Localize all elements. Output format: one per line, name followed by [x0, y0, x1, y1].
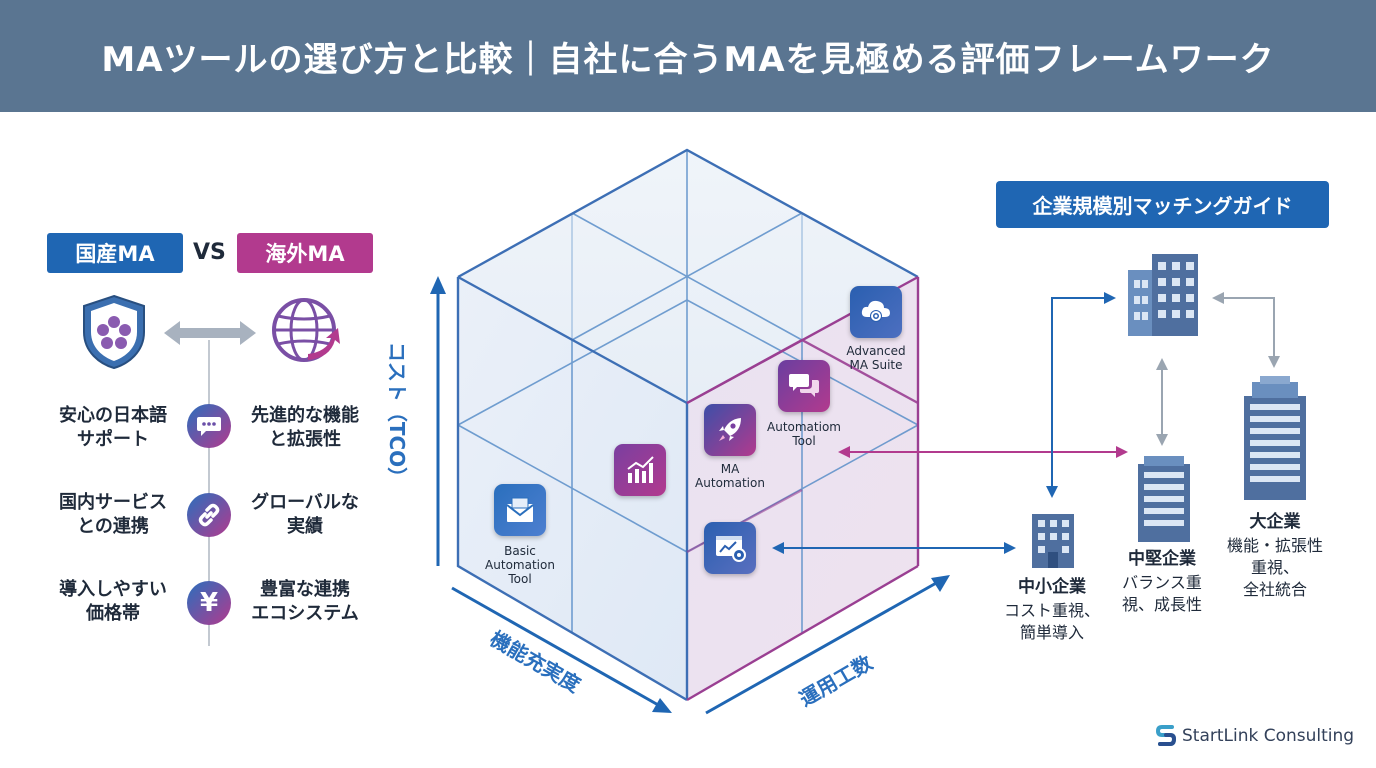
- domestic-feature-integration: 国内サービスとの連携: [59, 492, 167, 537]
- matching-guide-title: 企業規模別マッチングガイド: [996, 181, 1329, 228]
- chat-bubbles-icon: [778, 360, 830, 412]
- domestic-ma-badge: 国産MA: [47, 233, 183, 273]
- brand-footer: StartLink Consulting: [1156, 724, 1354, 748]
- rocket-icon: [704, 404, 756, 456]
- brand-name: StartLink Consulting: [1182, 726, 1355, 746]
- analytics-gear-icon: [704, 522, 756, 574]
- bar-chart-icon: [614, 444, 666, 496]
- domestic-feature-price: 導入しやすい価格帯: [59, 579, 167, 624]
- vs-label: VS: [193, 240, 226, 265]
- cloud-gear-icon: [850, 286, 902, 338]
- brand-logo-icon: [1156, 725, 1176, 746]
- overseas-ma-badge: 海外MA: [237, 233, 373, 273]
- double-arrow-icon: [164, 321, 256, 345]
- company-mid: 中堅企業 バランス重視、成長性: [1121, 549, 1202, 614]
- shield-sakura-icon: [83, 294, 145, 370]
- domestic-ma-label: 国産MA: [75, 242, 155, 266]
- overseas-feature-advanced: 先進的な機能と拡張性: [251, 405, 359, 450]
- hq-building-icon: [1128, 254, 1198, 336]
- link-icon: [187, 493, 231, 537]
- overseas-feature-ecosystem: 豊富な連携エコシステム: [251, 579, 359, 624]
- small-building-icon: [1032, 514, 1074, 568]
- overseas-feature-global: グローバルな実績: [251, 492, 359, 537]
- yen-icon: ¥: [187, 581, 231, 625]
- company-small: 中小企業 コスト重視、簡単導入: [1003, 577, 1100, 642]
- company-large: 大企業 機能・拡張性重視、全社統合: [1226, 512, 1323, 599]
- evaluation-cube: [430, 148, 950, 715]
- page-title: MAツールの選び方と比較｜自社に合うMAを見極める評価フレームワーク: [101, 39, 1275, 80]
- globe-icon: [272, 298, 340, 362]
- large-building-icon: [1244, 376, 1306, 500]
- mid-building-icon: [1138, 456, 1190, 542]
- overseas-ma-label: 海外MA: [265, 242, 345, 266]
- header-bar: MAツールの選び方と比較｜自社に合うMAを見極める評価フレームワーク: [0, 0, 1376, 112]
- chat-icon: [187, 404, 231, 448]
- envelope-icon: [494, 484, 546, 536]
- domestic-feature-support: 安心の日本語サポート: [59, 405, 167, 450]
